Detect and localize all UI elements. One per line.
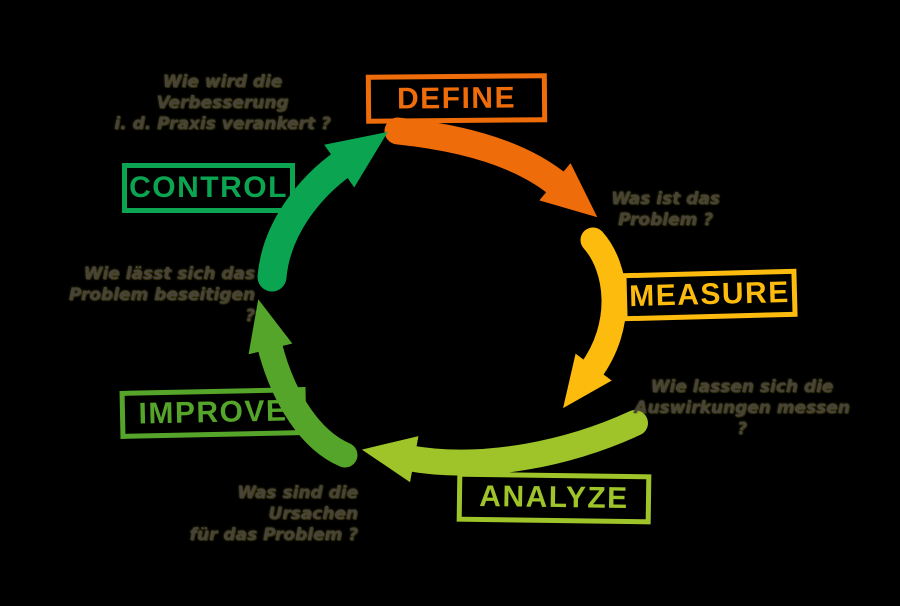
arrow-define-to-measure (384, 117, 598, 218)
stage-control: CONTROL (122, 163, 295, 213)
stage-measure-label: MEASURE (628, 275, 791, 314)
improve-question: Wie lässt sich das Problem beseitigen ? (60, 264, 255, 327)
stage-improve-label: IMPROVE (138, 394, 288, 431)
analyze-question: Was sind die Ursachen für das Problem ? (160, 483, 359, 546)
stage-control-label: CONTROL (129, 171, 288, 204)
arrow-analyze-to-improve (361, 410, 648, 483)
analyze-question-line2: für das Problem ? (189, 525, 359, 545)
define-question-line2: Problem ? (617, 210, 714, 230)
control-question-line2: i. d. Praxis verankert ? (114, 114, 331, 134)
arrow-control-to-define (257, 131, 388, 292)
control-question: Wie wird die Verbesserung i. d. Praxis v… (100, 72, 345, 135)
analyze-question-line1: Was sind die Ursachen (237, 483, 358, 524)
arrow-measure-to-analyze (563, 227, 627, 409)
stage-analyze: ANALYZE (456, 471, 652, 525)
improve-question-line2: Problem beseitigen ? (68, 285, 255, 326)
stage-define-label: DEFINE (396, 80, 517, 116)
stage-measure: MEASURE (621, 268, 798, 322)
measure-question: Wie lassen sich die Auswirkungen messen … (628, 377, 856, 440)
improve-question-line1: Wie lässt sich das (83, 264, 255, 284)
stage-improve: IMPROVE (119, 387, 307, 439)
control-question-line1: Wie wird die Verbesserung (156, 72, 289, 113)
measure-question-line1: Wie lassen sich die (650, 377, 834, 397)
stage-analyze-label: ANALYZE (479, 479, 629, 516)
arrow-improve-to-control (248, 299, 358, 468)
measure-question-line2: Auswirkungen messen ? (634, 398, 850, 439)
define-question-line1: Was ist das (611, 189, 720, 209)
stage-define: DEFINE (365, 73, 548, 124)
define-question: Was ist das Problem ? (603, 189, 728, 231)
